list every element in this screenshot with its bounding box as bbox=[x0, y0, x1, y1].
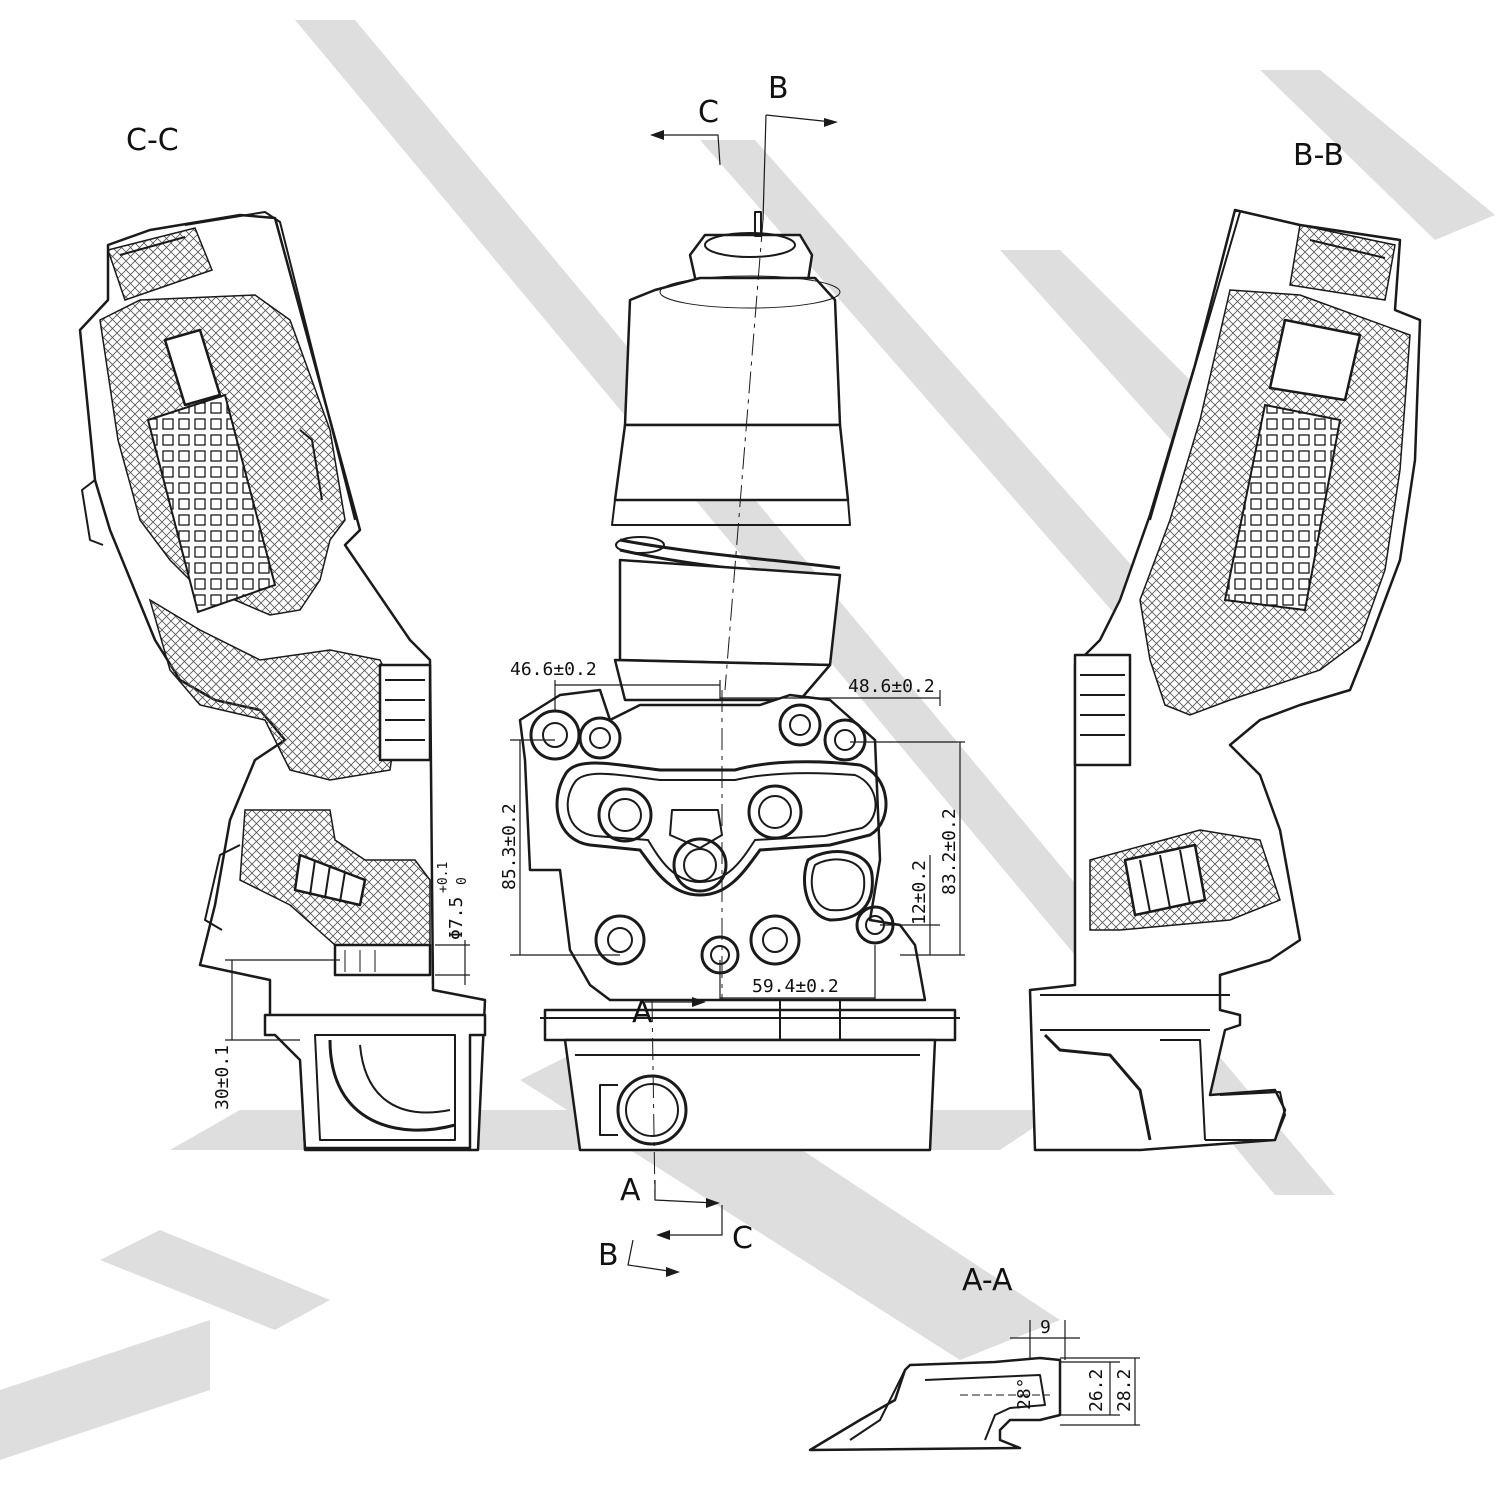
dimension-28-degrees: 28° bbox=[1014, 1377, 1035, 1410]
cut-marker-b-bottom: B bbox=[598, 1238, 619, 1273]
dimension-83-2: 83.2±0.2 bbox=[939, 808, 960, 895]
dimension-30: 30±0.1 bbox=[212, 1045, 233, 1110]
dimension-48-6: 48.6±0.2 bbox=[848, 676, 935, 697]
section-label-aa: A-A bbox=[962, 1263, 1013, 1298]
section-label-bb: B-B bbox=[1293, 138, 1344, 173]
cut-lines bbox=[627, 114, 838, 1277]
section-cc-view bbox=[78, 211, 487, 1152]
cut-marker-b-top: B bbox=[768, 71, 789, 106]
dimension-26-2: 26.2 bbox=[1086, 1369, 1107, 1412]
dimension-9: 9 bbox=[1040, 1317, 1051, 1338]
cut-marker-a-mid: A bbox=[632, 995, 653, 1030]
dimension-phi-7-5-tol-upper: +0.1 bbox=[436, 862, 451, 893]
section-label-cc: C-C bbox=[126, 123, 179, 158]
dimension-phi-7-5: Φ7.5 bbox=[446, 897, 467, 940]
dimension-28-2: 28.2 bbox=[1114, 1369, 1135, 1412]
dimension-phi-7-5-tol-lower: 0 bbox=[455, 877, 470, 885]
dimension-12: 12±0.2 bbox=[909, 860, 930, 925]
cut-marker-c-top: C bbox=[698, 95, 719, 130]
cut-marker-a-bottom: A bbox=[620, 1173, 641, 1208]
dimension-lines bbox=[225, 680, 1140, 1426]
dimension-46-6: 46.6±0.2 bbox=[510, 659, 597, 680]
section-bb-view bbox=[1028, 208, 1422, 1152]
dimension-59-4: 59.4±0.2 bbox=[752, 976, 839, 997]
section-aa-view bbox=[808, 1356, 1062, 1452]
dimension-85-3: 85.3±0.2 bbox=[499, 803, 520, 890]
cut-marker-c-bottom: C bbox=[732, 1221, 753, 1256]
